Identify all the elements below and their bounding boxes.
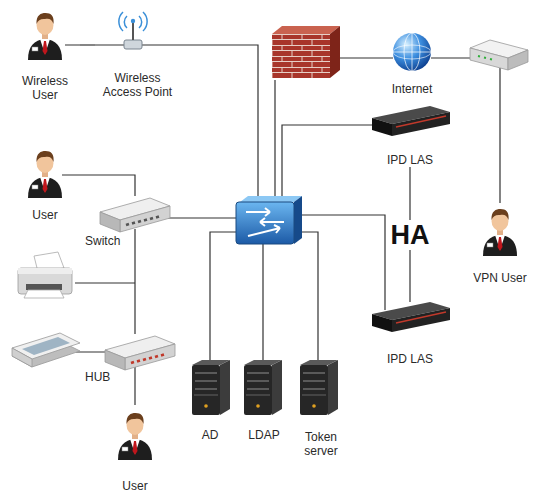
firewall-icon [272,34,330,78]
firewall-icon [330,26,340,78]
device-label: User [32,208,57,222]
core-switch-icon [240,196,302,202]
person-icon [118,413,152,460]
appliance-icon [372,302,450,332]
appliance-icon [372,314,392,332]
link-label: HA [388,220,433,250]
network-link [134,248,135,334]
firewall-icon [272,26,340,34]
device-label: Internet [392,82,433,96]
device-label: HUB [85,370,110,384]
device-label: AD [202,428,219,442]
device-node: VPN User [460,203,540,285]
core-switch-icon [236,202,294,244]
device-node: Token server [296,358,346,458]
person-icon [483,209,517,256]
hub-icon [125,344,175,370]
switch-icon [120,206,170,232]
network-link [75,175,135,196]
device-label: Wireless User [10,74,80,102]
server-icon [300,360,338,415]
modem-icon [470,40,528,70]
device-node: IPD LAS [368,302,452,366]
core-switch-icon [236,196,302,244]
internet-globe [393,33,431,71]
internet-globe [393,33,431,71]
device-node: User [105,405,165,493]
access-point-icon [132,22,134,40]
device-label: LDAP [248,428,279,442]
person-icon [28,151,62,198]
hub-icon [105,350,125,370]
access-point-icon [119,12,147,31]
switch-icon [100,198,170,232]
server-icon [192,360,230,415]
scanner-icon [12,333,80,367]
access-point-icon [119,12,147,49]
person-icon [28,13,62,60]
printer-icon [18,268,72,274]
device-label: Token server [296,430,346,458]
hub-icon [105,336,175,370]
device-label: IPD LAS [387,352,433,366]
network-link [80,44,95,45]
device-label: VPN User [473,271,526,285]
switch-icon [100,212,120,232]
device-node: IPD LAS [368,103,452,167]
switch-icon [126,217,159,226]
access-point-icon [131,19,135,23]
printer-icon [24,290,64,298]
scanner-icon [22,337,70,355]
core-switch-icon [246,208,284,236]
appliance-icon [372,106,450,136]
device-node: Wireless Access Point [95,15,180,99]
network-link [134,384,135,405]
appliance-icon [396,116,446,127]
device-node: User [15,148,75,222]
internet-globe [393,52,431,53]
appliance-icon [392,308,450,332]
network-wire [62,45,500,384]
firewall-icon [272,26,340,78]
person-icon [28,13,517,460]
appliance-icon [372,118,392,136]
device-label: Wireless Access Point [95,71,180,99]
core-switch-icon [294,196,302,244]
appliance-icon [392,112,450,136]
modem-icon [508,50,528,70]
access-point-icon [124,40,142,49]
scanner-icon [12,348,32,367]
device-node: Switch [80,196,170,248]
printer-icon [26,284,62,290]
device-node: LDAP [240,358,288,442]
modem-icon [470,48,508,70]
device-node: AD [188,358,232,442]
server-icon [244,360,282,415]
device-label: Switch [85,234,120,248]
device-label: IPD LAS [387,153,433,167]
server-icon [192,360,338,415]
modem-icon [478,56,492,60]
device-label: User [122,479,147,493]
appliance-icon [396,312,446,323]
printer-icon [18,252,72,298]
device-node: Internet [384,28,440,96]
hub-icon [131,355,164,364]
device-node: Wireless User [10,10,80,102]
device-node: HUB [80,334,170,384]
